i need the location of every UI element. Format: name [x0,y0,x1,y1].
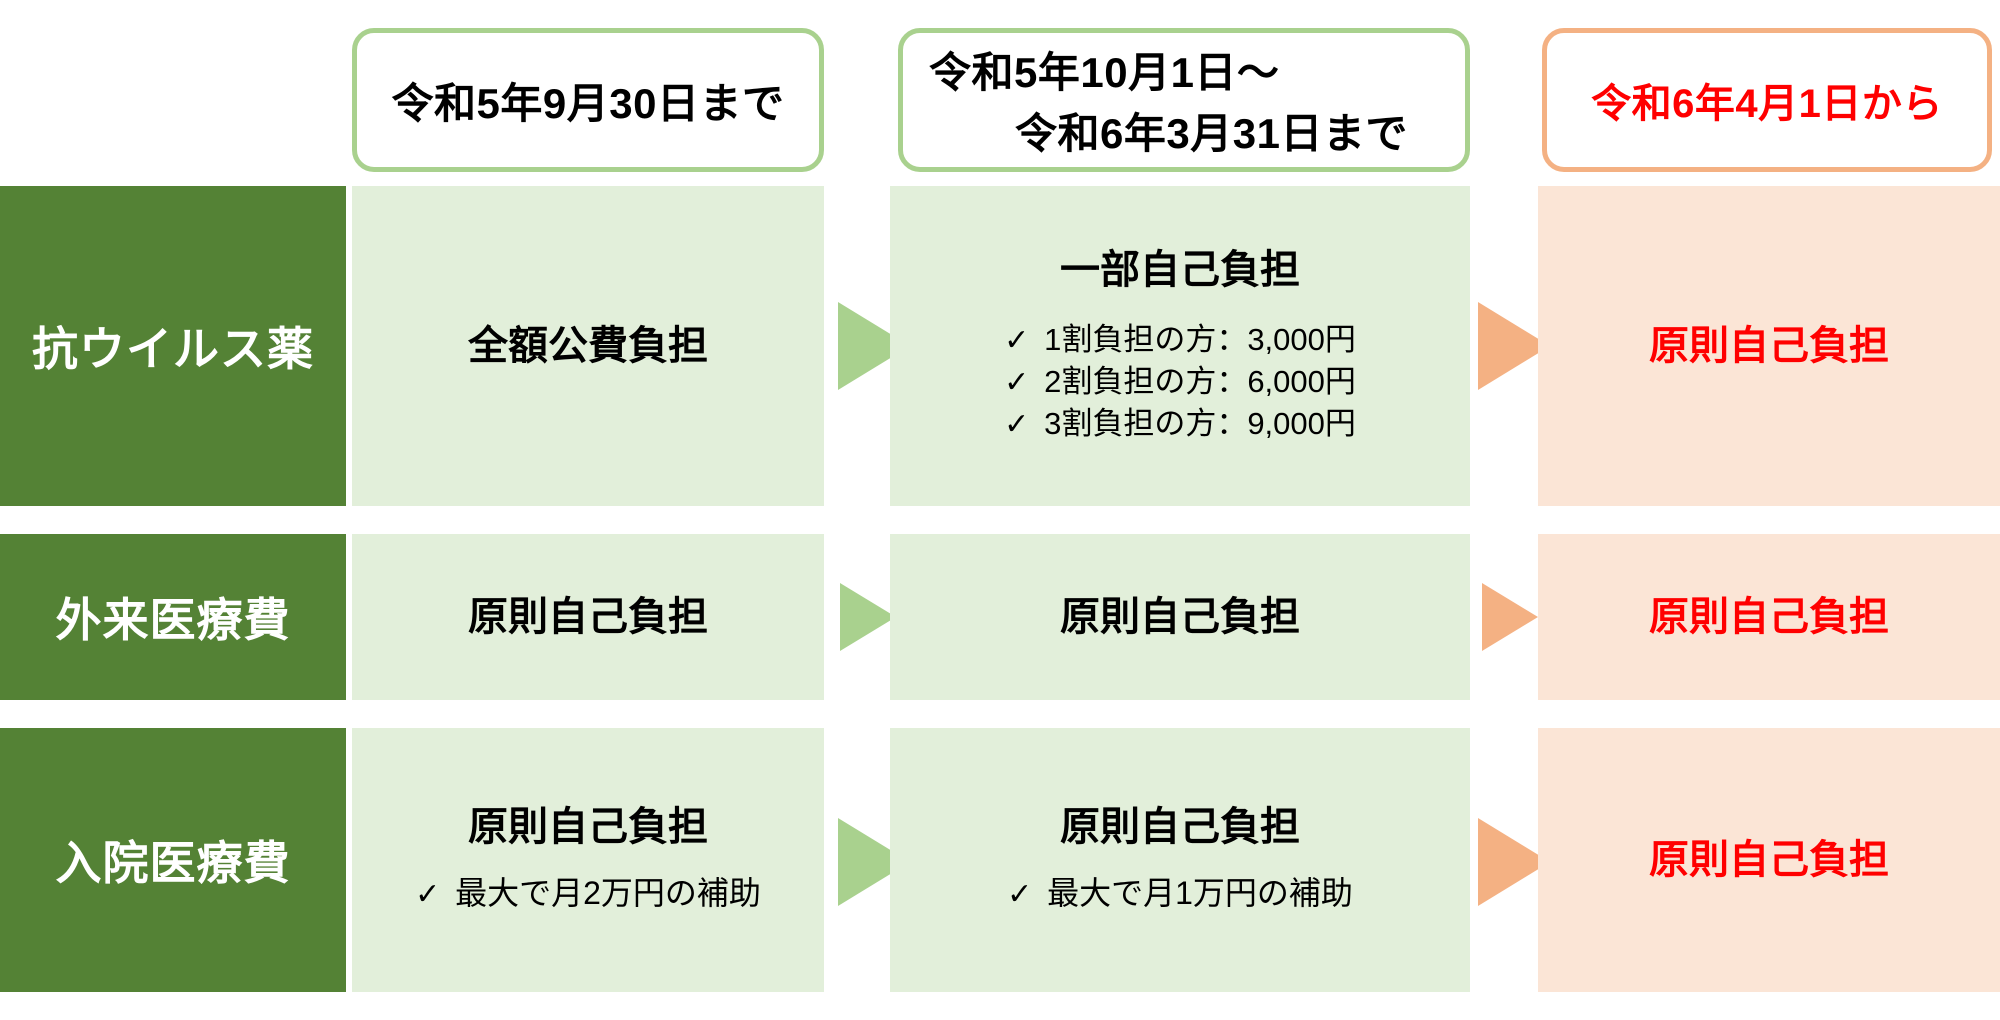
list-item: ✓ 2割負担の方：6,000円 [1004,361,1356,403]
cell-inpatient-period1-bullets: ✓ 最大で月2万円の補助 [415,872,761,915]
cell-inpatient-period2: 原則自己負担 ✓ 最大で月1万円の補助 [890,728,1470,992]
cell-inpatient-period3: 原則自己負担 [1538,728,2000,992]
cell-outpatient-period1-heading: 原則自己負担 [468,595,708,639]
cell-outpatient-period3-heading: 原則自己負担 [1649,595,1889,639]
check-icon: ✓ [1004,408,1030,442]
cell-antiviral-period2-heading: 一部自己負担 [1060,247,1300,292]
period-header-2-line-2: 令和6年3月31日まで [1015,110,1408,157]
arrow-right-icon-outpatient-2 [1482,583,1538,651]
category-label-antiviral: 抗ウイルス薬 [0,186,346,506]
check-icon: ✓ [1004,365,1030,399]
period-header-2: 令和5年10月1日～ 令和6年3月31日まで [898,28,1470,172]
cell-outpatient-period2-heading: 原則自己負担 [1060,595,1300,639]
list-item-label: 2割負担の方：6,000円 [1044,363,1356,399]
cell-antiviral-period2-bullets: ✓ 1割負担の方：3,000円 ✓ 2割負担の方：6,000円 ✓ 3割負担の方… [1004,319,1356,446]
cell-antiviral-period2: 一部自己負担 ✓ 1割負担の方：3,000円 ✓ 2割負担の方：6,000円 ✓… [890,186,1470,506]
cell-outpatient-period3: 原則自己負担 [1538,534,2000,700]
list-item: ✓ 3割負担の方：9,000円 [1004,403,1356,445]
period-header-3-line-1: 令和6年4月1日から [1591,82,1943,126]
cell-inpatient-period2-heading: 原則自己負担 [1060,805,1300,850]
check-icon: ✓ [1007,878,1033,912]
cell-outpatient-period1: 原則自己負担 [352,534,824,700]
cell-inpatient-period1: 原則自己負担 ✓ 最大で月2万円の補助 [352,728,824,992]
cell-outpatient-period2: 原則自己負担 [890,534,1470,700]
list-item-label: 3割負担の方：9,000円 [1044,406,1356,442]
cell-antiviral-period3-heading: 原則自己負担 [1649,324,1889,368]
category-label-outpatient: 外来医療費 [0,534,346,700]
list-item-label: 1割負担の方：3,000円 [1044,321,1356,357]
cell-inpatient-period1-heading: 原則自己負担 [468,805,708,850]
cell-antiviral-period1-heading: 全額公費負担 [468,324,708,368]
category-label-inpatient: 入院医療費 [0,728,346,992]
list-item: ✓ 最大で月2万円の補助 [415,872,761,915]
list-item: ✓ 1割負担の方：3,000円 [1004,319,1356,361]
period-header-2-line-1: 令和5年10月1日～ [929,49,1280,96]
arrow-right-icon-outpatient-1 [840,583,896,651]
period-header-1: 令和5年9月30日まで [352,28,824,172]
cell-inpatient-period2-bullets: ✓ 最大で月1万円の補助 [1007,872,1353,915]
check-icon: ✓ [1004,323,1030,357]
cell-inpatient-period3-heading: 原則自己負担 [1649,838,1889,882]
list-item-label: 最大で月1万円の補助 [1047,875,1353,912]
period-header-3: 令和6年4月1日から [1542,28,1992,172]
cell-antiviral-period1: 全額公費負担 [352,186,824,506]
check-icon: ✓ [415,878,441,912]
cell-antiviral-period3: 原則自己負担 [1538,186,2000,506]
list-item-label: 最大で月2万円の補助 [455,875,761,912]
period-header-1-line-1: 令和5年9月30日まで [391,79,785,127]
list-item: ✓ 最大で月1万円の補助 [1007,872,1353,915]
